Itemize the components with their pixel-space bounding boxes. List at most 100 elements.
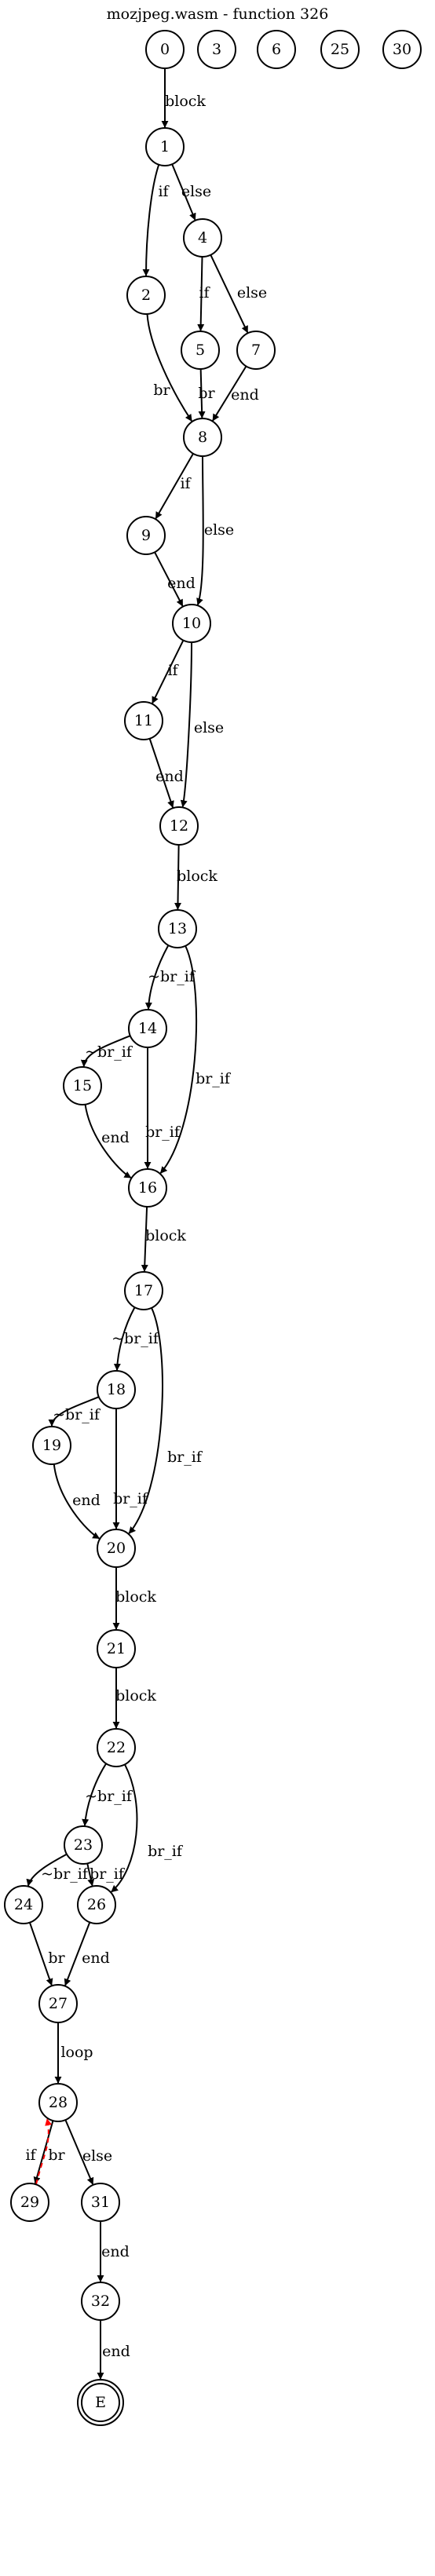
node-29-circle [10, 2183, 49, 2222]
node-1-circle [145, 127, 185, 166]
edge-7-to-8 [212, 365, 247, 422]
node-3: 3 [197, 30, 236, 69]
node-7-circle [236, 331, 276, 370]
edge-label-24-to-27: br [48, 1949, 65, 1967]
node-4-label: 4 [198, 229, 207, 247]
node-31: 31 [81, 2183, 120, 2222]
edge-label-9-to-10: end [167, 575, 196, 592]
node-28-label: 28 [49, 2094, 68, 2111]
node-6: 6 [257, 30, 296, 69]
node-24-circle [4, 1885, 43, 1924]
edge-label-18-to-19: ~br_if [53, 1406, 101, 1423]
edge-label-20-to-21: block [115, 1588, 156, 1606]
node-16-circle [128, 1168, 167, 1208]
edge-label-27-to-28: loop [60, 2044, 93, 2061]
node-20-circle [97, 1529, 136, 1568]
node-12-label: 12 [170, 817, 188, 835]
edge-label-1-to-4: else [181, 183, 211, 200]
node-28: 28 [38, 2083, 78, 2122]
node-30-circle [382, 30, 422, 69]
node-5-label: 5 [196, 342, 205, 359]
node-21-label: 21 [107, 1640, 126, 1657]
node-14: 14 [128, 1009, 167, 1048]
edge-9-to-10 [154, 551, 184, 607]
edge-19-to-20 [53, 1463, 101, 1540]
node-8-label: 8 [198, 429, 207, 446]
edge-10-to-12 [180, 641, 192, 808]
edge-2-to-8 [146, 313, 192, 422]
node-E-outer-ring [77, 2379, 124, 2426]
node-26-circle [77, 1885, 116, 1924]
node-26-label: 26 [87, 1896, 106, 1913]
edge-24-to-27 [28, 1922, 53, 1986]
edge-22-to-26 [111, 1763, 138, 1893]
node-2: 2 [126, 276, 166, 315]
node-22: 22 [97, 1728, 136, 1767]
node-8: 8 [183, 418, 222, 457]
node-24: 24 [4, 1885, 43, 1924]
node-32: 32 [81, 2282, 120, 2321]
node-4: 4 [183, 218, 222, 258]
edge-15-to-16 [84, 1104, 132, 1178]
edge-11-to-12 [148, 738, 174, 809]
node-25-circle [320, 30, 360, 69]
edge-5-to-8 [198, 368, 206, 418]
node-2-label: 2 [141, 287, 151, 304]
edge-8-to-9 [155, 453, 194, 520]
edge-label-7-to-8: end [231, 386, 259, 404]
node-21: 21 [97, 1629, 136, 1668]
edge-label-23-to-26: br_if [90, 1865, 126, 1883]
edge-label-21-to-22: block [115, 1687, 156, 1705]
node-23: 23 [64, 1825, 103, 1865]
edge-14-to-15 [80, 1035, 131, 1067]
node-5: 5 [181, 331, 220, 370]
node-12: 12 [159, 806, 199, 846]
node-25-label: 25 [331, 41, 349, 58]
edge-12-to-13 [174, 844, 182, 910]
node-1-label: 1 [160, 138, 170, 155]
node-13: 13 [158, 909, 197, 948]
edge-label-15-to-16: end [101, 1129, 130, 1146]
node-29-label: 29 [20, 2194, 39, 2211]
edge-label-22-to-23: ~br_if [85, 1788, 133, 1805]
node-28-circle [38, 2083, 78, 2122]
node-E: E [77, 2379, 124, 2426]
edge-label-1-to-2: if [158, 183, 170, 200]
node-15: 15 [63, 1066, 102, 1105]
node-E-circle [81, 2383, 120, 2422]
node-13-label: 13 [168, 920, 187, 937]
node-11-label: 11 [134, 712, 153, 729]
node-21-circle [97, 1629, 136, 1668]
node-30-label: 30 [393, 41, 411, 58]
node-10-circle [172, 604, 211, 643]
edge-label-10-to-11: if [167, 662, 179, 679]
edge-22-to-23 [82, 1763, 107, 1826]
node-27-circle [38, 1984, 78, 2023]
graph-title: mozjpeg.wasm - function 326 [107, 5, 329, 23]
node-27: 27 [38, 1984, 78, 2023]
edge-label-14-to-16: br_if [145, 1124, 181, 1141]
node-0-label: 0 [160, 41, 170, 58]
edge-26-to-27 [64, 1922, 91, 1986]
node-E-label: E [95, 2394, 106, 2411]
node-24-label: 24 [14, 1896, 33, 1913]
edge-label-17-to-18: ~br_if [111, 1330, 160, 1347]
node-25: 25 [320, 30, 360, 69]
edge-8-to-10 [196, 455, 204, 606]
edge-label-13-to-16: br_if [196, 1070, 232, 1087]
node-14-circle [128, 1009, 167, 1048]
node-19-circle [32, 1426, 71, 1465]
node-23-circle [64, 1825, 103, 1865]
edge-label-0-to-1: block [165, 93, 206, 110]
edge-23-to-24 [26, 1853, 68, 1887]
edge-4-to-7 [210, 254, 249, 334]
node-31-circle [81, 2183, 120, 2222]
edge-18-to-19 [48, 1396, 100, 1427]
edge-label-14-to-15: ~br_if [85, 1043, 133, 1061]
edge-13-to-16 [159, 945, 197, 1174]
edge-label-10-to-12: else [194, 719, 224, 736]
edge-label-28-to-29: if [25, 2147, 37, 2164]
